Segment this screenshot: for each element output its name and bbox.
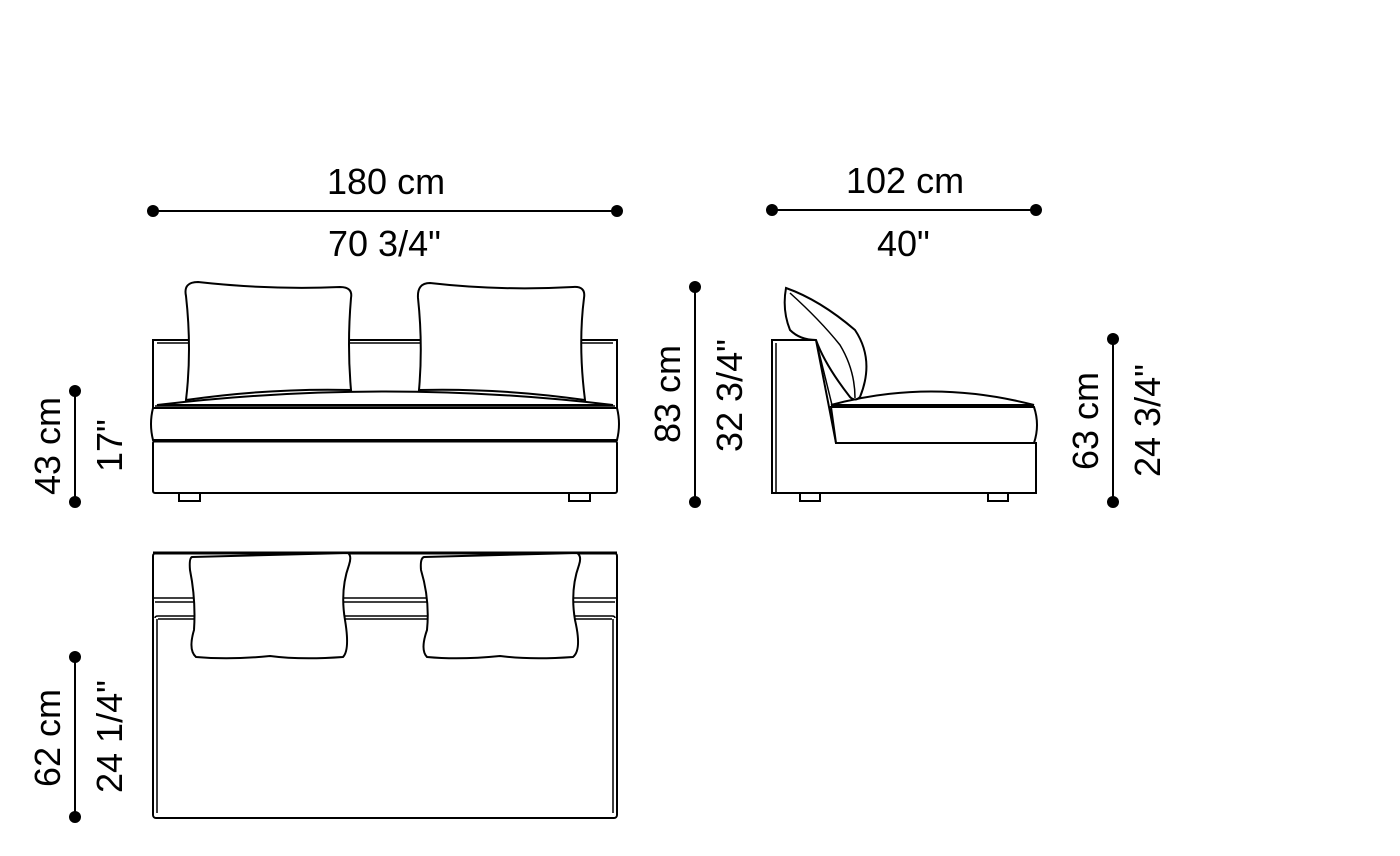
depth-metric-label: 102 cm: [846, 160, 965, 201]
width-imperial-label: 70 3/4": [328, 223, 441, 264]
seat-height-metric-label: 43 cm: [27, 396, 68, 495]
total-height-metric-label: 83 cm: [647, 344, 688, 443]
seat-depth-imperial-label: 24 1/4": [89, 680, 130, 793]
width-dimension-line: [147, 205, 623, 217]
total-height-dimension-line: [689, 281, 701, 508]
back-height-imperial-label: 24 3/4": [1127, 364, 1168, 477]
back-height-metric-label: 63 cm: [1065, 371, 1106, 470]
depth-dimension-line: [766, 204, 1042, 216]
depth-imperial-label: 40": [877, 223, 930, 264]
seat-depth-dimension-line: [69, 651, 81, 823]
seat-height-dimension-line: [69, 385, 81, 508]
top-view: [152, 551, 618, 819]
total-height-imperial-label: 32 3/4": [709, 339, 750, 452]
front-view: [150, 280, 620, 502]
side-view: [771, 286, 1038, 502]
seat-height-imperial-label: 17": [89, 419, 130, 472]
width-metric-label: 180 cm: [327, 161, 446, 202]
seat-depth-metric-label: 62 cm: [27, 688, 68, 787]
back-height-dimension-line: [1107, 333, 1119, 508]
